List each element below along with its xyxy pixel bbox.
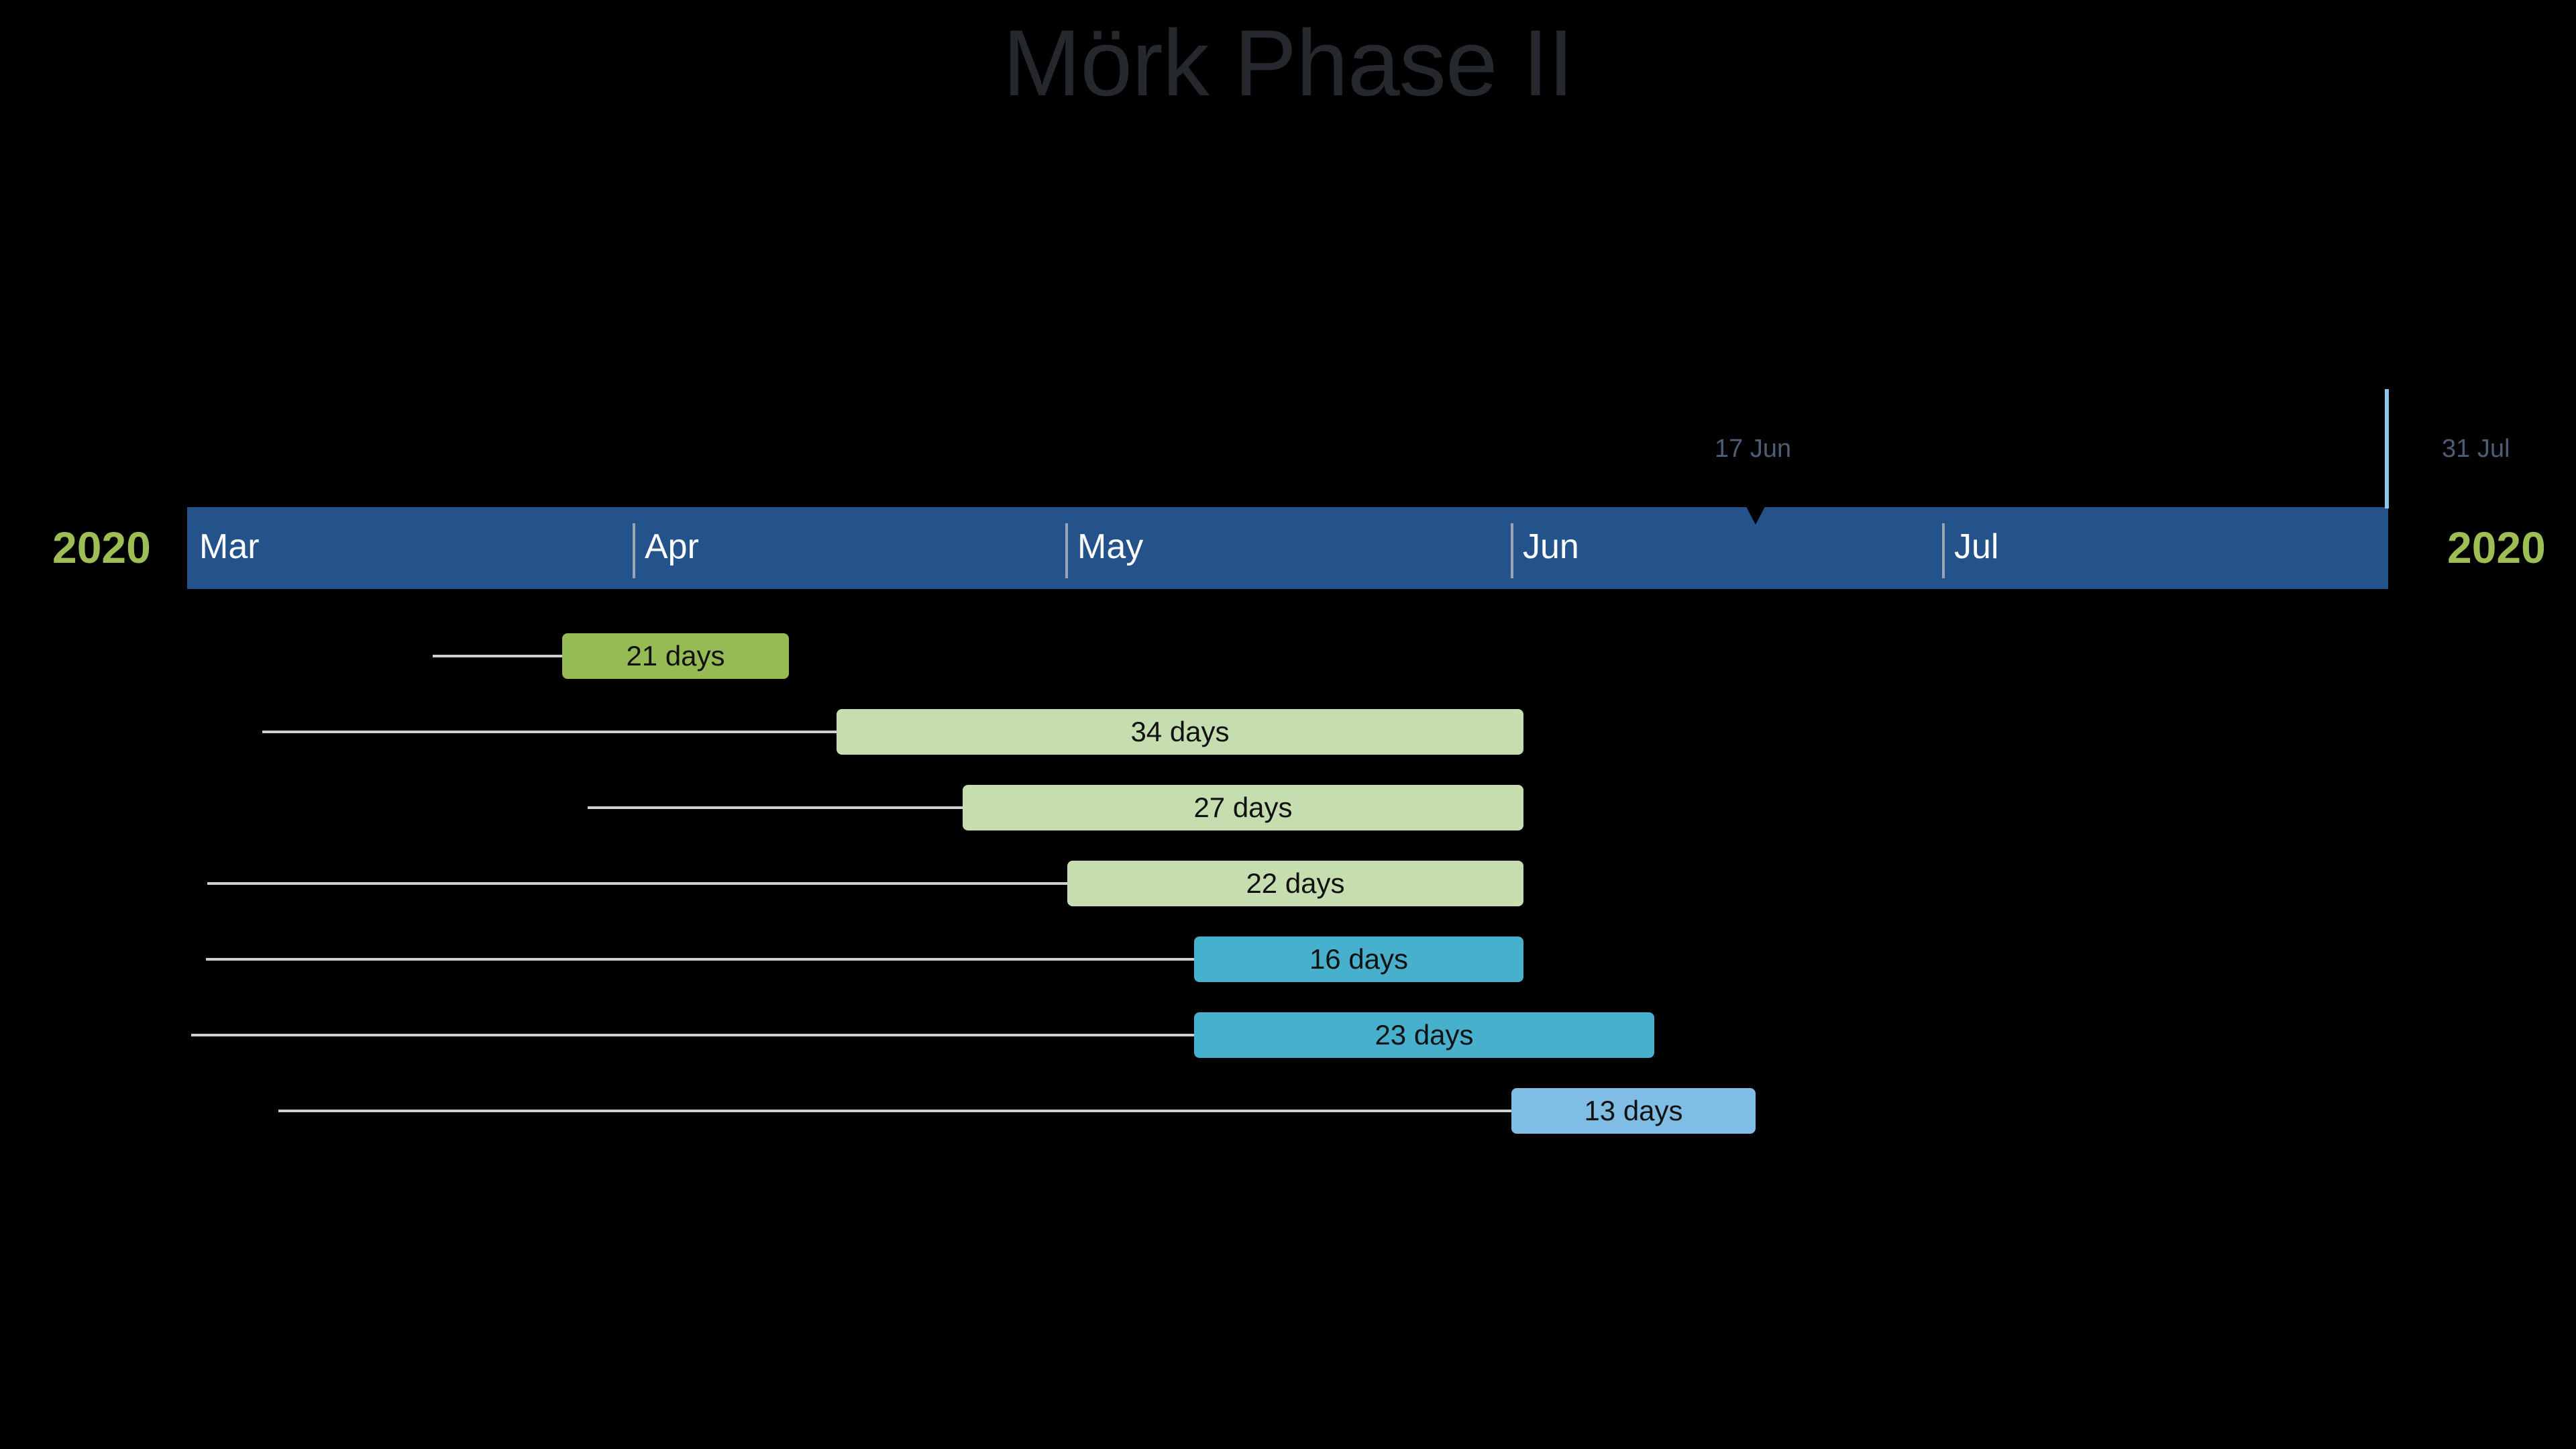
- task-bar[interactable]: 21 days: [562, 633, 789, 679]
- task-leader-line: [433, 655, 562, 657]
- month-divider-apr: [633, 523, 635, 578]
- month-divider-may: [1065, 523, 1068, 578]
- month-label-apr: Apr: [645, 527, 699, 566]
- task-bar[interactable]: 16 days: [1194, 936, 1523, 982]
- task-bar[interactable]: 22 days: [1067, 861, 1523, 906]
- milestone-marker-line-31-jul: [2385, 389, 2389, 508]
- task-bar[interactable]: 34 days: [837, 709, 1523, 755]
- task-leader-line: [262, 731, 837, 733]
- task-bar[interactable]: 23 days: [1194, 1012, 1654, 1058]
- timeline-axis[interactable]: [187, 507, 2388, 589]
- month-label-may: May: [1077, 527, 1144, 566]
- task-leader-line: [207, 882, 1067, 885]
- task-leader-line: [191, 1034, 1194, 1036]
- page-title: Mörk Phase II: [1002, 10, 1574, 115]
- milestone-label-17-jun: 17 Jun: [1715, 435, 1792, 463]
- month-divider-jul: [1942, 523, 1945, 578]
- task-bar[interactable]: 13 days: [1511, 1088, 1756, 1134]
- month-label-jul: Jul: [1954, 527, 1999, 566]
- milestone-marker-arrow-17-jun: [1741, 496, 1770, 525]
- month-label-jun: Jun: [1523, 527, 1579, 566]
- task-leader-line: [206, 958, 1194, 961]
- task-bar[interactable]: 27 days: [963, 785, 1523, 830]
- task-leader-line: [278, 1110, 1511, 1112]
- year-label-right: 2020: [2447, 523, 2546, 572]
- task-leader-line: [588, 806, 963, 809]
- milestone-label-31-jul: 31 Jul: [2442, 435, 2510, 463]
- month-label-mar: Mar: [199, 527, 260, 566]
- month-divider-jun: [1511, 523, 1513, 578]
- year-label-left: 2020: [52, 523, 151, 572]
